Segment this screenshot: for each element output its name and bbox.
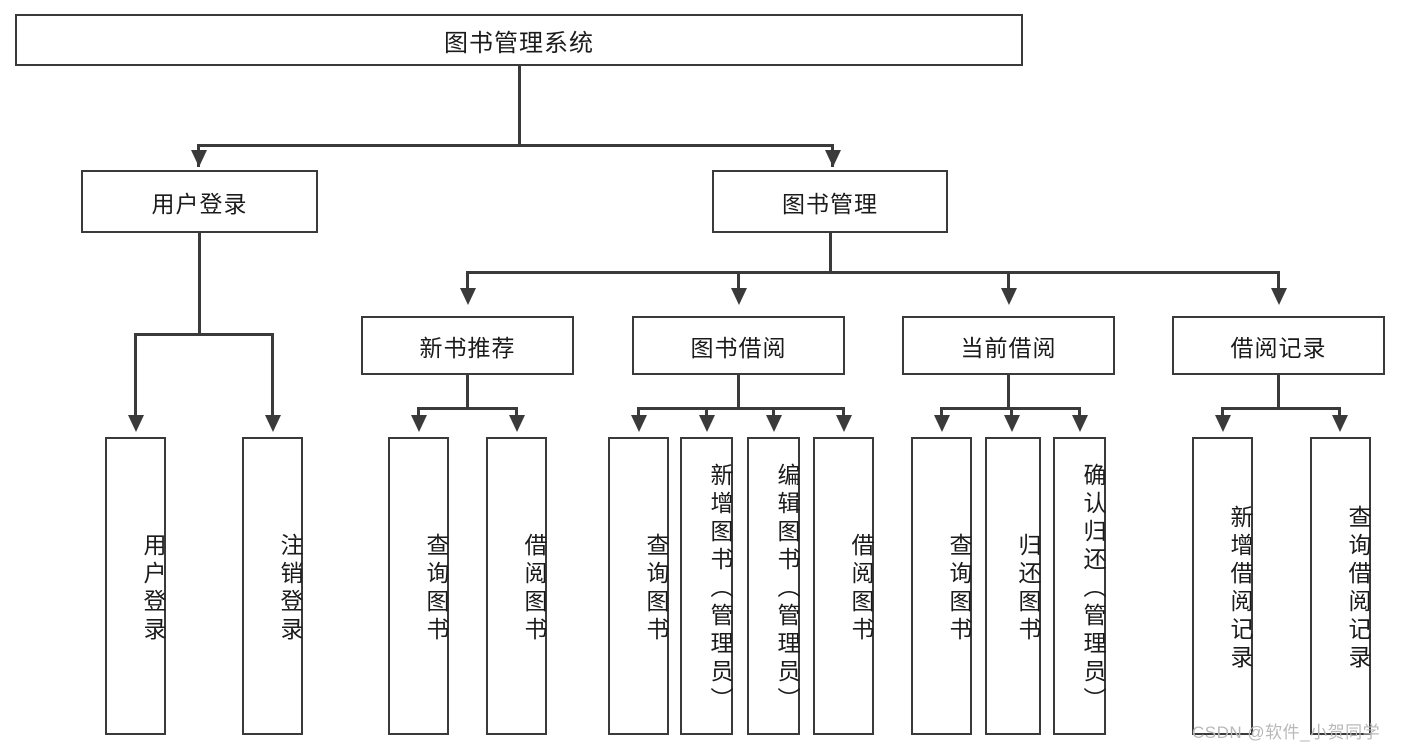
arrow-bm-to-new-book-recommend [460,288,476,305]
node-query-book-current[interactable]: 查询图书 [911,437,972,735]
node-label: 新增图书（管理员） [707,463,733,715]
connector-new-book-right [515,407,518,419]
connector-bb-4 [842,407,845,419]
connector-book-borrow-bar [637,407,843,410]
connector-bm-to-new-book [466,271,469,293]
connector-user-login-bar [134,333,272,336]
node-label: 查询图书 [946,533,972,645]
arrow-bm-to-book-borrow [731,288,747,305]
connector-br-left [1221,407,1224,419]
connector-cb-2 [1010,407,1013,419]
node-label: 注销登录 [277,533,303,645]
node-label: 查询图书 [423,533,449,645]
node-query-book-borrow[interactable]: 查询图书 [608,437,669,735]
arrow-edit-book-admin [766,415,782,432]
csdn-watermark: CSDN @软件_小贺同学 [1192,723,1381,742]
connector-book-borrow-trunk [737,375,740,409]
node-return-book[interactable]: 归还图书 [985,437,1041,735]
arrow-confirm-return-admin [1072,415,1088,432]
node-label: 编辑图书（管理员） [774,463,800,715]
connector-bm-to-borrow-record [1277,271,1280,293]
arrow-root-to-user-login [191,150,207,167]
arrow-borrow-book-recommend [509,415,525,432]
arrow-add-borrow-record [1215,415,1231,432]
connector-new-book-trunk [466,375,469,409]
node-add-book-admin[interactable]: 新增图书（管理员） [680,437,733,735]
arrow-query-book-current [934,415,950,432]
connector-cb-1 [940,407,943,419]
connector-current-borrow-trunk [1007,375,1010,409]
node-query-book-recommend[interactable]: 查询图书 [388,437,449,735]
node-user-login-action[interactable]: 用户登录 [105,437,166,735]
node-edit-book-admin[interactable]: 编辑图书（管理员） [747,437,800,735]
node-root-system[interactable]: 图书管理系统 [15,14,1023,66]
node-borrow-book-recommend[interactable]: 借阅图书 [486,437,547,735]
connector-borrow-record-bar [1221,407,1340,410]
node-user-login[interactable]: 用户登录 [81,170,318,233]
node-label: 查询图书 [643,533,669,645]
connector-new-book-left [417,407,420,419]
connector-bm-to-book-borrow [737,271,740,293]
connector-book-management-trunk [829,233,832,273]
node-label: 查询借阅记录 [1345,505,1371,673]
node-current-borrow[interactable]: 当前借阅 [902,316,1115,375]
arrow-bm-to-borrow-record [1271,288,1287,305]
node-borrow-record[interactable]: 借阅记录 [1172,316,1385,375]
node-book-borrow[interactable]: 图书借阅 [632,316,845,375]
connector-user-login-right [271,333,274,419]
node-book-management[interactable]: 图书管理 [712,170,948,233]
connector-book-management-bar [466,271,1278,274]
arrow-root-to-book-management [825,150,841,167]
connector-bb-2 [705,407,708,419]
connector-root-trunk [518,66,521,146]
connector-bm-to-current-borrow [1007,271,1010,293]
arrow-user-login-action [128,415,144,432]
node-logout-action[interactable]: 注销登录 [242,437,303,735]
connector-user-login-left [134,333,137,419]
connector-bb-1 [637,407,640,419]
connector-user-login-trunk [198,233,201,335]
node-label: 归还图书 [1015,533,1041,645]
node-query-borrow-record[interactable]: 查询借阅记录 [1310,437,1371,735]
node-label: 借阅图书 [521,533,547,645]
connector-borrow-record-trunk [1277,375,1280,409]
arrow-query-borrow-record [1332,415,1348,432]
connector-cb-3 [1078,407,1081,419]
arrow-query-book-recommend [411,415,427,432]
connector-br-right [1338,407,1341,419]
node-label: 新增借阅记录 [1227,505,1253,673]
connector-bb-3 [772,407,775,419]
connector-new-book-bar [417,407,518,410]
arrow-borrow-book-action [836,415,852,432]
node-label: 用户登录 [140,533,166,645]
node-add-borrow-record[interactable]: 新增借阅记录 [1192,437,1253,735]
arrow-return-book [1004,415,1020,432]
node-borrow-book-action[interactable]: 借阅图书 [813,437,874,735]
arrow-bm-to-current-borrow [1001,288,1017,305]
node-confirm-return-admin[interactable]: 确认归还（管理员） [1053,437,1106,735]
arrow-query-book-borrow [631,415,647,432]
node-label: 确认归还（管理员） [1080,463,1106,715]
arrow-add-book-admin [699,415,715,432]
node-new-book-recommend[interactable]: 新书推荐 [361,316,574,375]
node-label: 借阅图书 [848,533,874,645]
connector-root-bar [197,144,833,147]
arrow-logout-action [265,415,281,432]
